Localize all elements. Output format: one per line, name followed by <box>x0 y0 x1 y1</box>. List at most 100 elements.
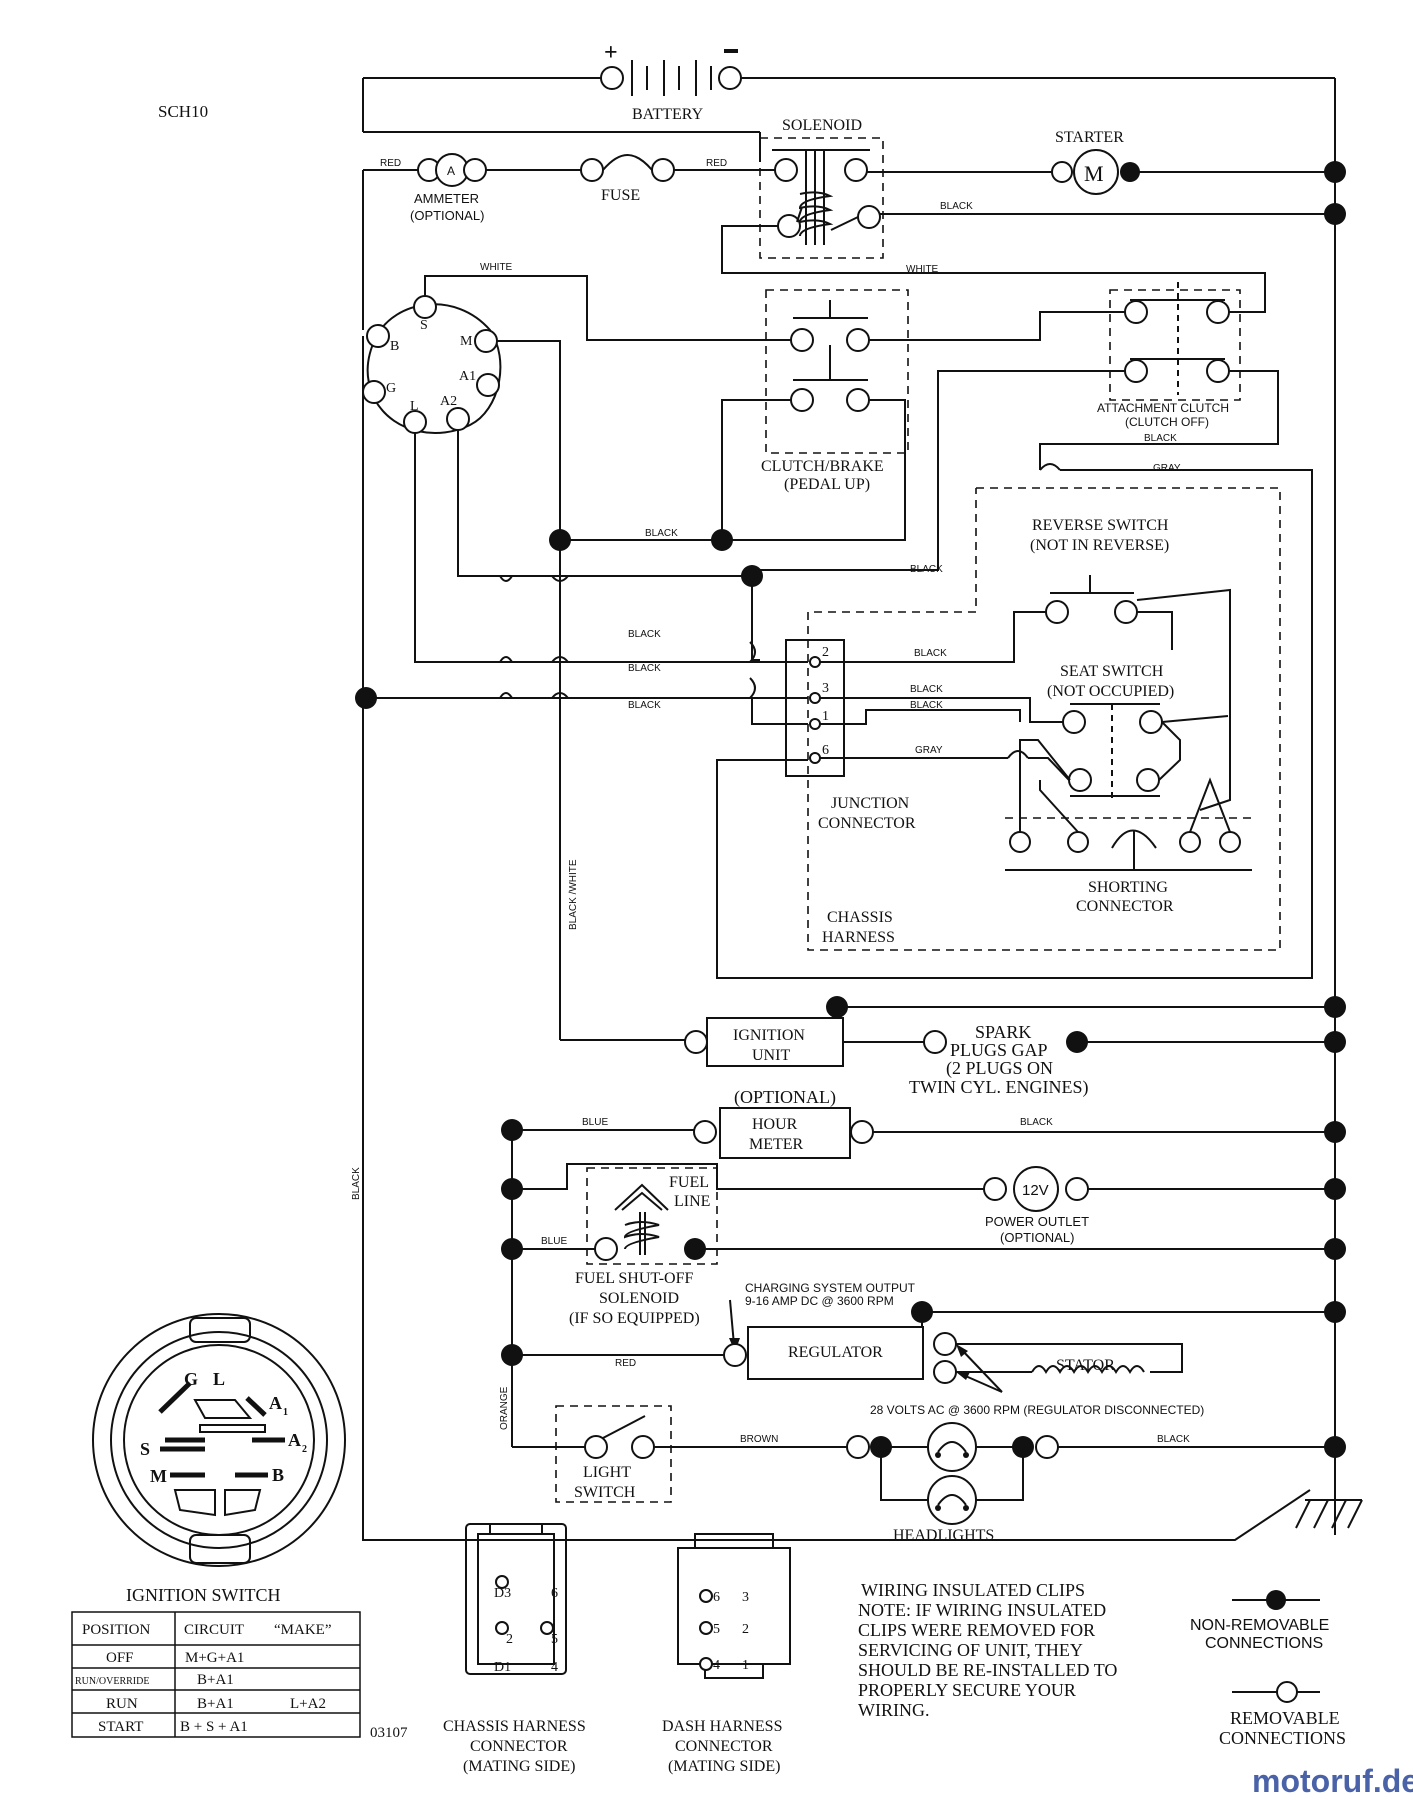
svg-text:M: M <box>150 1466 167 1486</box>
attachment-clutch-sub: (CLUTCH OFF) <box>1125 415 1209 429</box>
watermark-logo: motoruf.de <box>1252 1763 1413 1799</box>
note-line: WIRING. <box>858 1700 929 1720</box>
power-outlet: 12V POWER OUTLET (OPTIONAL) <box>983 1166 1089 1245</box>
wire-label-black-white: BLACK /WHITE <box>568 859 579 930</box>
chassis-connector-label-1: CHASSIS HARNESS <box>443 1718 586 1735</box>
ammeter-optional: (OPTIONAL) <box>410 208 484 223</box>
ammeter: A AMMETER (OPTIONAL) RED <box>362 153 487 330</box>
wire-label-orange: ORANGE <box>499 1386 510 1430</box>
ground-icon <box>1295 1499 1363 1529</box>
battery-plus-sign: + <box>604 40 618 66</box>
table-row-circuit: B+A1 <box>197 1696 234 1712</box>
table-row-make: L+A2 <box>290 1696 326 1712</box>
ignition-switch-table: POSITION CIRCUIT “MAKE” OFF M+G+A1 RUN/O… <box>71 1611 361 1738</box>
legend-removable-2: CONNECTIONS <box>1219 1728 1346 1748</box>
ignition-switch-face: G L A 1 A 2 S M B IGNITION SWITCH <box>92 1313 346 1605</box>
spark-plugs-line-4: TWIN CYL. ENGINES) <box>909 1077 1088 1098</box>
reverse-switch-label: REVERSE SWITCH <box>1032 517 1169 534</box>
battery-minus-sign <box>724 49 738 53</box>
fuel-line-label-2: LINE <box>674 1193 710 1210</box>
fuse: FUSE RED <box>486 154 775 204</box>
terminal-a2: A2 <box>440 394 457 409</box>
terminal-b: B <box>390 339 399 354</box>
hour-meter-optional: (OPTIONAL) <box>734 1087 836 1108</box>
dash-connector-label-2: CONNECTOR <box>675 1738 773 1755</box>
terminal-g: G <box>386 381 396 396</box>
note-line: SHOULD BE RE-INSTALLED TO <box>858 1660 1117 1680</box>
table-row-position: START <box>98 1719 143 1735</box>
wire-label-black-solenoid: BLACK <box>940 201 973 212</box>
stator-label: STATOR <box>1056 1357 1115 1374</box>
spark-plugs: SPARK PLUGS GAP (2 PLUGS ON TWIN CYL. EN… <box>909 1022 1346 1098</box>
table-row-position: OFF <box>106 1650 134 1666</box>
dash-pin-6: 6 <box>713 1590 720 1605</box>
starter: M STARTER <box>867 129 1346 195</box>
hour-meter-label-2: METER <box>749 1136 804 1153</box>
seat-switch-label: SEAT SWITCH <box>1060 663 1164 680</box>
wire-label-black-10: BLACK <box>910 700 943 711</box>
wire-label-brown: BROWN <box>740 1434 778 1445</box>
wire-label-red-2: RED <box>706 158 727 169</box>
ignition-unit-label-1: IGNITION <box>733 1027 805 1044</box>
wire-label-black-3: BLACK <box>1144 433 1177 444</box>
table-header-circuit: CIRCUIT <box>184 1622 244 1638</box>
stator: STATOR 28 VOLTS AC @ 3600 RPM (REGULATOR… <box>870 1343 1204 1417</box>
ignition-switch-terminals: S M B A1 G L A2 <box>362 295 502 434</box>
chassis-harness-label-1: CHASSIS <box>827 909 893 926</box>
wire-label-black-left: BLACK <box>351 1167 362 1200</box>
wire-label-white-1: WHITE <box>480 262 513 273</box>
fuse-label: FUSE <box>601 187 640 204</box>
solenoid: SOLENOID <box>759 117 884 259</box>
regulator-label: REGULATOR <box>788 1344 883 1361</box>
wiring-clip-note: WIRING INSULATED CLIPS NOTE: IF WIRING I… <box>858 1580 1117 1720</box>
shorting-label-2: CONNECTOR <box>1076 898 1174 915</box>
attachment-clutch-switch: ATTACHMENT CLUTCH (CLUTCH OFF) <box>1097 282 1241 429</box>
regulator: REGULATOR <box>723 1326 957 1384</box>
table-row-circuit: B + S + A1 <box>180 1719 248 1735</box>
svg-text:A: A <box>269 1393 282 1413</box>
note-title: WIRING INSULATED CLIPS <box>861 1580 1085 1600</box>
ignition-unit-label-2: UNIT <box>752 1047 790 1064</box>
wire-label-black-6: BLACK <box>628 663 661 674</box>
starter-motor-symbol: M <box>1084 161 1104 186</box>
fuel-solenoid-label-2: SOLENOID <box>599 1290 679 1307</box>
diagram-id: SCH10 <box>158 102 208 121</box>
wire-label-gray-2: GRAY <box>915 745 943 756</box>
junction-pin-1: 1 <box>822 709 829 724</box>
junction-connector: 2 3 1 6 JUNCTION CONNECTOR <box>785 639 916 832</box>
dash-pin-4: 4 <box>713 1658 720 1673</box>
legend-non-removable-1: NON-REMOVABLE <box>1190 1617 1329 1634</box>
hour-meter-label-1: HOUR <box>752 1116 798 1133</box>
table-row-position: RUN/OVERRIDE <box>75 1676 149 1687</box>
terminal-l: L <box>410 399 419 414</box>
svg-text:L: L <box>213 1369 225 1389</box>
note-line: CLIPS WERE REMOVED FOR <box>858 1620 1095 1640</box>
ignition-switch-label: IGNITION SWITCH <box>126 1585 280 1605</box>
terminal-s: S <box>420 318 428 333</box>
chassis-pin-d1: D1 <box>494 1660 511 1675</box>
wire-label-white-2: WHITE <box>906 264 939 275</box>
headlights: HEADLIGHTS <box>846 1422 1059 1544</box>
wire-crossings <box>499 575 756 699</box>
battery: + BATTERY <box>362 40 1336 1535</box>
dash-pin-2: 2 <box>742 1622 749 1637</box>
dash-pin-3: 3 <box>742 1590 749 1605</box>
charging-output-label-1: CHARGING SYSTEM OUTPUT <box>745 1281 916 1295</box>
clutch-brake-label: CLUTCH/BRAKE <box>761 458 884 475</box>
chassis-pin-4: 4 <box>551 1660 558 1675</box>
legend-non-removable-2: CONNECTIONS <box>1205 1635 1323 1652</box>
light-switch-label-2: SWITCH <box>574 1484 636 1501</box>
legend: NON-REMOVABLE CONNECTIONS REMOVABLE CONN… <box>1190 1590 1346 1748</box>
ignition-unit: IGNITION UNIT <box>684 1017 844 1067</box>
chassis-pin-5: 5 <box>551 1632 558 1647</box>
clutch-brake-sub: (PEDAL UP) <box>784 476 870 493</box>
wire-label-gray-1: GRAY <box>1153 463 1181 474</box>
attachment-clutch-label: ATTACHMENT CLUTCH <box>1097 401 1229 415</box>
chassis-harness-connector: D3 6 2 5 D1 4 CHASSIS HARNESS CONNECTOR … <box>443 1523 586 1775</box>
wire-label-blue-2: BLUE <box>541 1236 567 1247</box>
dash-pin-1: 1 <box>742 1658 749 1673</box>
charging-output-label-2: 9-16 AMP DC @ 3600 RPM <box>745 1294 894 1308</box>
svg-text:B: B <box>272 1465 284 1485</box>
dash-pin-5: 5 <box>713 1622 720 1637</box>
